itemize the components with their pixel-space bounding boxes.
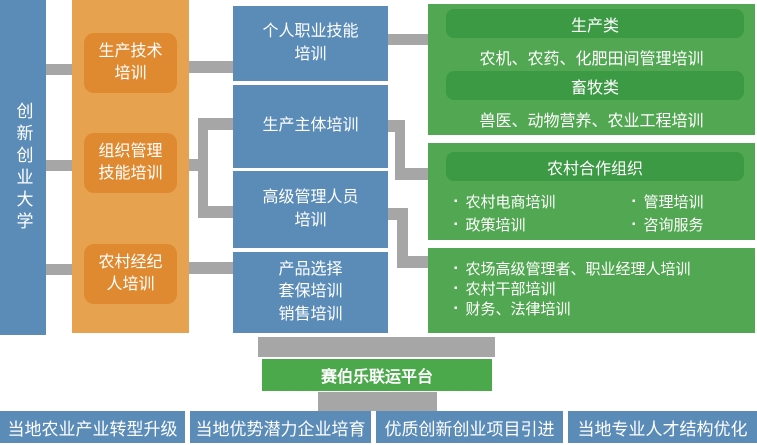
farm-manager-bullet-list: ▪ 农场高级管理者、职业经理人培训 ▪ 农村干部培训 ▪ 财务、法律培训 — [454, 258, 691, 318]
rural-coop-bullet-list: ▪ 农村电商培训 ▪ 管理培训 ▪ 政策培训 ▪ 咨询服务 — [454, 191, 704, 234]
node-product-selection-training: 产品选择 套保培训 销售培训 — [233, 252, 388, 333]
node-rural-broker-training: 农村经纪 人培训 — [84, 244, 177, 304]
production-category-group: 生产类 农机、农药、化肥田间管理培训 畜牧类 兽医、动物营养、农业工程培训 — [428, 4, 755, 135]
connector-platform-outcomes — [318, 392, 437, 411]
bullet-item: ▪ 政策培训 — [454, 214, 632, 234]
outcome-project-introduction: 优质创新创业项目引进 — [376, 411, 563, 443]
outcome-industry-upgrade: 当地农业产业转型升级 — [0, 411, 185, 443]
bullet-label: 财务、法律培训 — [465, 300, 571, 318]
bullet-icon: ▪ — [632, 218, 636, 230]
connector-university-production — [46, 64, 72, 75]
connector-subject-elbow-v — [395, 120, 405, 180]
bullet-item: ▪ 管理培训 — [632, 191, 704, 211]
connector-broker-product — [189, 262, 233, 274]
farm-manager-group: ▪ 农场高级管理者、职业经理人培训 ▪ 农村干部培训 ▪ 财务、法律培训 — [428, 248, 755, 333]
bullet-label: 政策培训 — [465, 216, 526, 234]
bullet-label: 管理培训 — [643, 193, 704, 211]
connector-management-bracket — [198, 118, 208, 218]
university-label: 创新创业大学 — [13, 101, 33, 234]
bullet-icon: ▪ — [454, 262, 458, 274]
connector-subject-elbow-b — [395, 168, 428, 180]
node-senior-manager-training: 高级管理人员 培训 — [233, 171, 388, 248]
node-production-tech-training: 生产技术 培训 — [84, 33, 177, 93]
bullet-label: 农村电商培训 — [465, 193, 556, 211]
production-category-courses: 农机、农药、化肥田间管理培训 — [479, 51, 704, 68]
connector-senior-elbow-b — [397, 256, 428, 268]
bullet-item: ▪ 财务、法律培训 — [454, 298, 691, 318]
connector-columns-platform — [258, 337, 495, 357]
platform-node: 赛伯乐联运平台 — [262, 359, 492, 391]
bullet-item: ▪ 农村电商培训 — [454, 191, 632, 211]
connector-senior-elbow-v — [397, 208, 408, 268]
production-category-header: 生产类 — [446, 9, 744, 38]
outcome-enterprise-cultivation: 当地优势潜力企业培育 — [190, 411, 371, 443]
bullet-icon: ▪ — [454, 302, 458, 314]
bullet-icon: ▪ — [632, 195, 636, 207]
livestock-category-header: 畜牧类 — [446, 71, 744, 100]
bullet-label: 农村干部培训 — [465, 280, 556, 298]
bullet-icon: ▪ — [454, 218, 458, 230]
connector-management-senior — [198, 206, 233, 218]
connector-university-broker — [46, 264, 72, 275]
rural-coop-header: 农村合作组织 — [446, 152, 744, 181]
bullet-label: 咨询服务 — [643, 216, 704, 234]
bullet-item: ▪ 农村干部培训 — [454, 278, 691, 298]
livestock-category-courses: 兽医、动物营养、农业工程培训 — [479, 113, 704, 130]
connector-management-subject — [198, 118, 233, 130]
bullet-item: ▪ 农场高级管理者、职业经理人培训 — [454, 258, 691, 278]
outcome-talent-structure: 当地专业人才结构优化 — [568, 411, 757, 443]
connector-tech-personal — [189, 61, 233, 73]
connector-personal-production-group — [388, 34, 428, 45]
bullet-icon: ▪ — [454, 195, 458, 207]
node-org-management-training: 组织管理 技能培训 — [84, 133, 177, 193]
node-personal-skill-training: 个人职业技能 培训 — [233, 6, 388, 81]
node-production-subject-training: 生产主体培训 — [233, 85, 388, 168]
bullet-label: 农场高级管理者、职业经理人培训 — [465, 260, 691, 278]
university-node: 创新创业大学 — [0, 0, 46, 335]
connector-university-management — [46, 160, 72, 171]
rural-coop-group: 农村合作组织 ▪ 农村电商培训 ▪ 管理培训 ▪ 政策培训 ▪ 咨询服务 — [428, 143, 755, 240]
bullet-item: ▪ 咨询服务 — [632, 214, 704, 234]
bullet-icon: ▪ — [454, 282, 458, 294]
